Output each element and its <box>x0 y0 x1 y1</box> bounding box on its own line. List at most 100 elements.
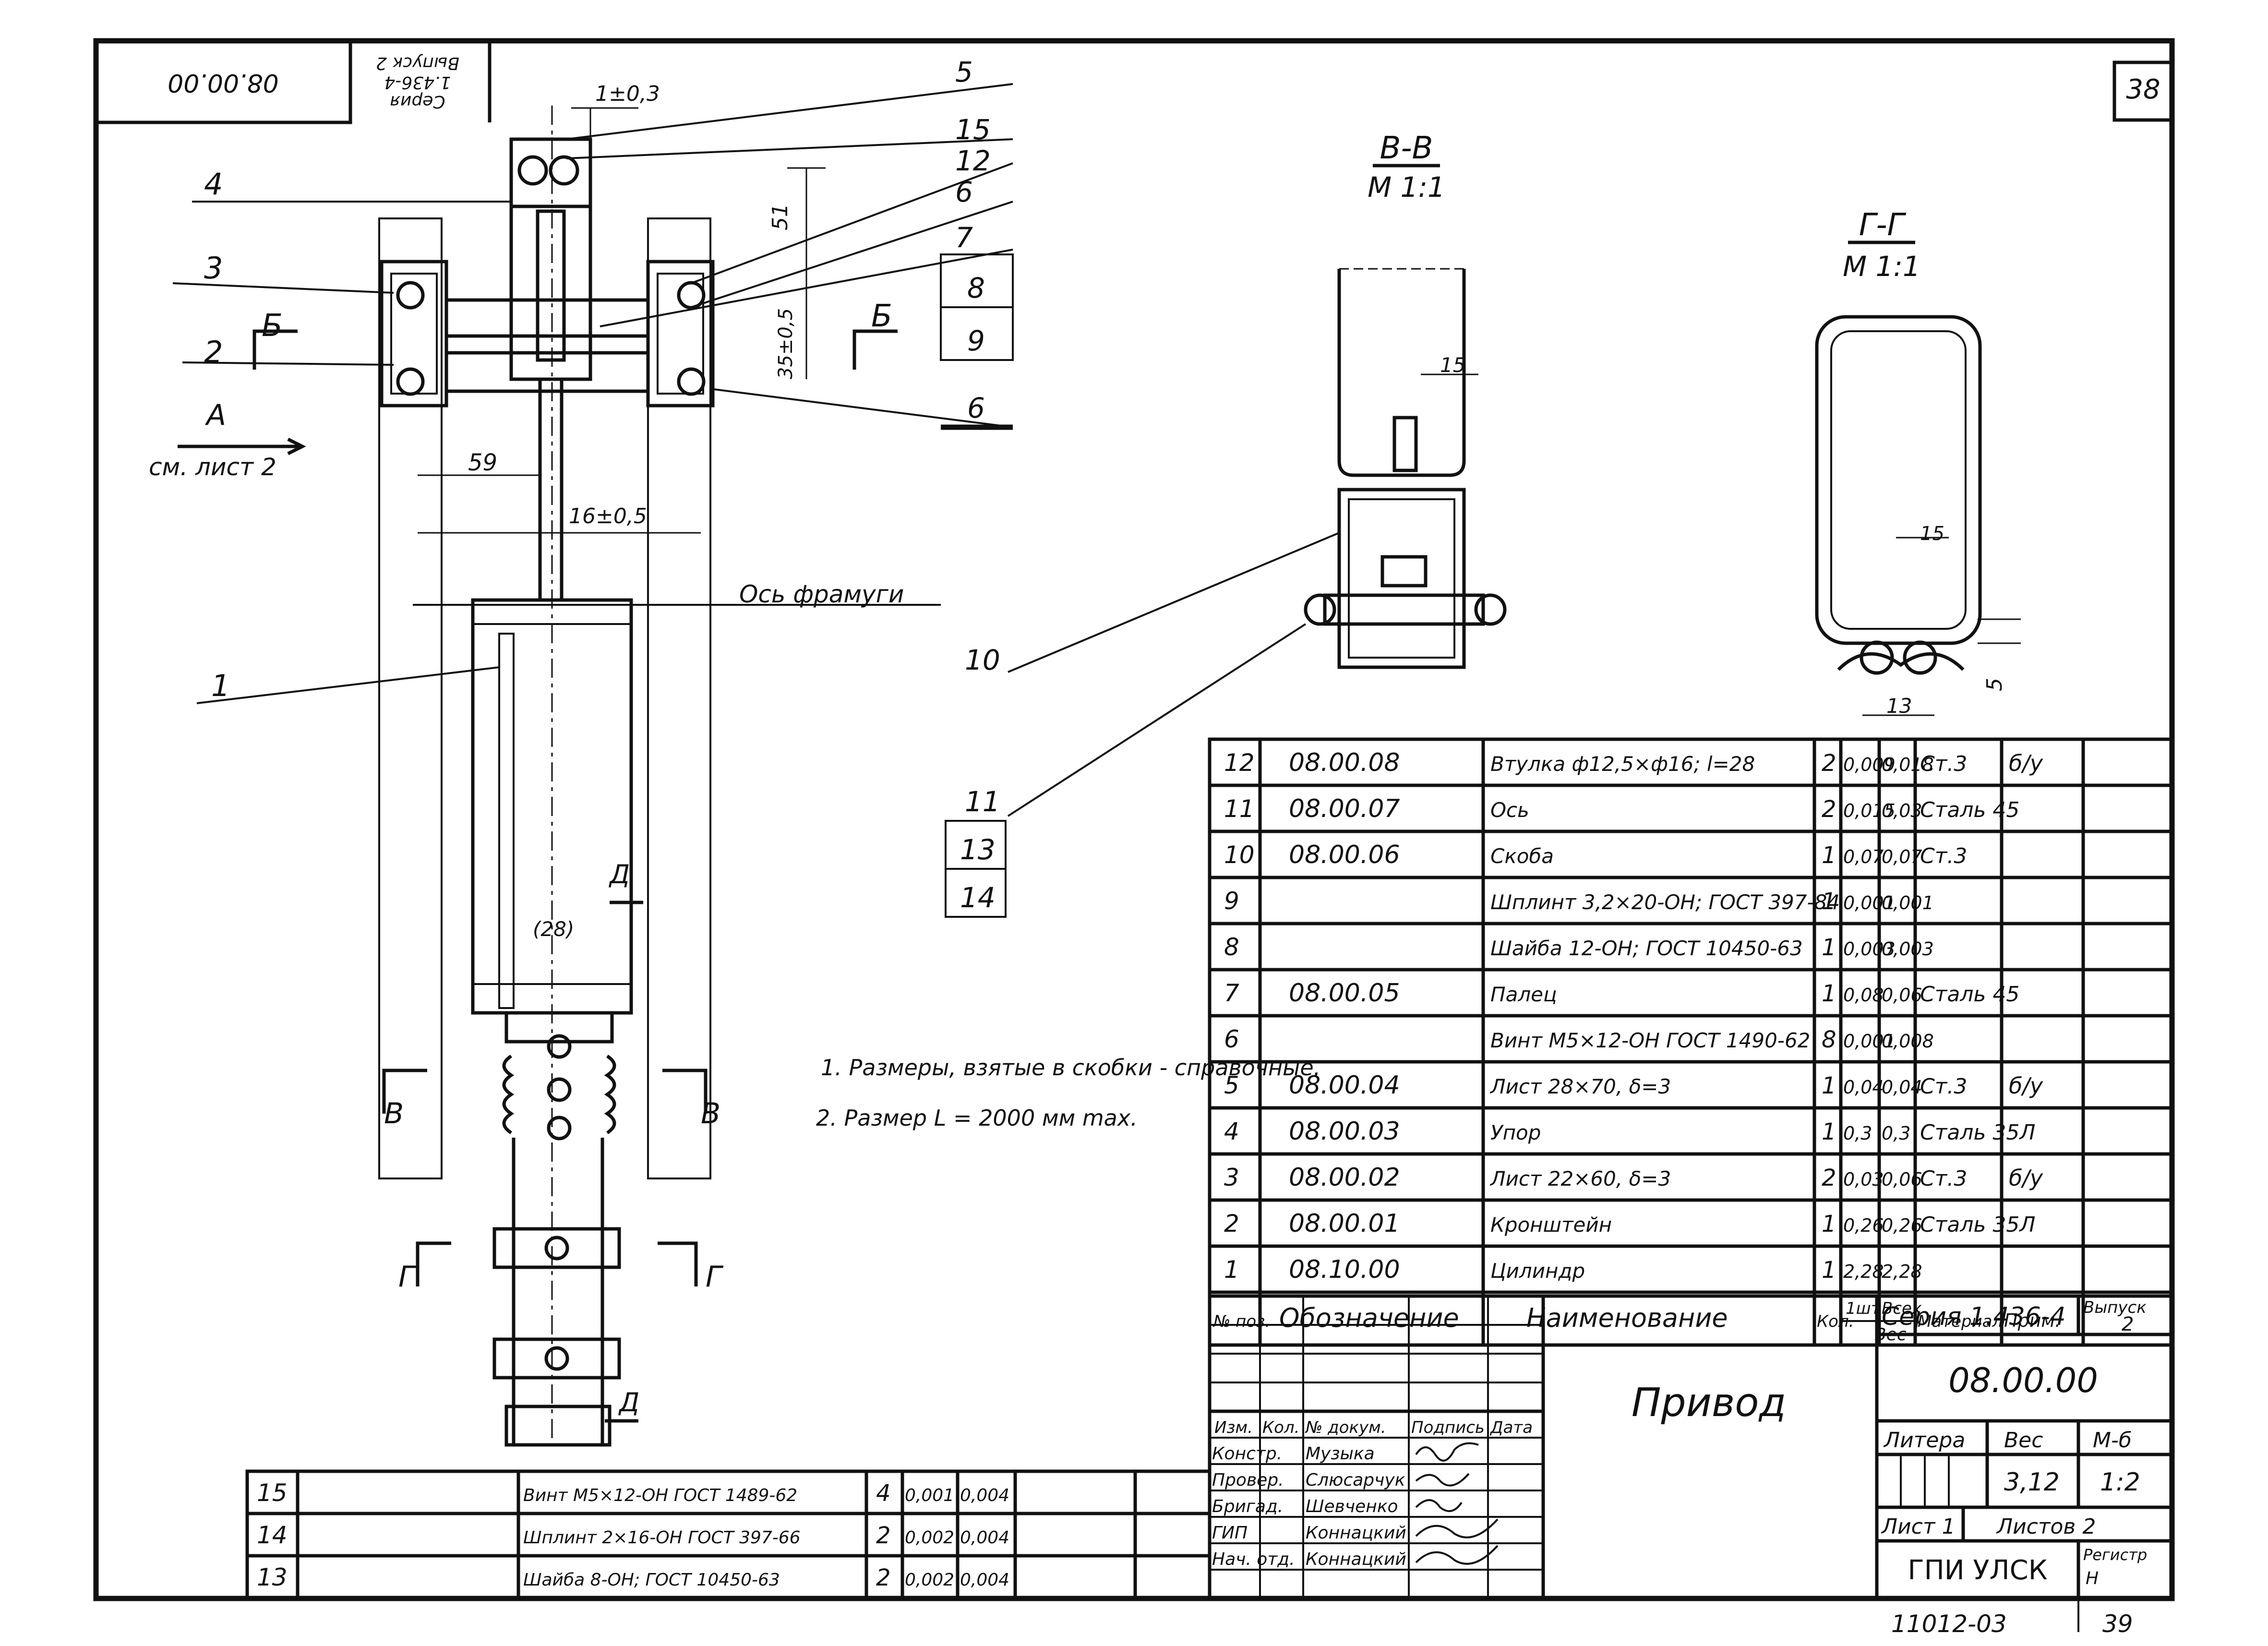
note-1: 1. Размеры, взятые в скобки - справочные… <box>821 1055 1320 1081</box>
bom-row-pos: 11 <box>1224 795 1255 823</box>
leader-5: 5 <box>955 56 973 88</box>
bom-lower-qty: 4 <box>876 1480 891 1507</box>
bom-header-qty: Кол. <box>1817 1312 1854 1331</box>
leader-4: 4 <box>204 167 223 202</box>
main-view <box>378 106 941 1447</box>
bom-row-pos: 8 <box>1224 933 1239 961</box>
arrow-a-note: см. лист 2 <box>149 453 276 481</box>
dim-gg-15: 15 <box>1920 523 1944 545</box>
footer-page: 39 <box>2102 1610 2133 1638</box>
dim-16: 16±0,5 <box>569 504 647 529</box>
signature-5 <box>1415 1545 1499 1565</box>
bom-row-name: Втулка ф12,5×ф16; l=28 <box>1490 752 1755 776</box>
bom-lower-name: Шайба 8-ОН; ГОСТ 10450-63 <box>523 1570 780 1590</box>
tb-head-izm: Изм. <box>1214 1418 1253 1437</box>
bom-row-name: Лист 28×70, δ=3 <box>1489 1075 1671 1098</box>
leader-3: 3 <box>204 251 223 286</box>
bom-row-mass-total: 0,06 <box>1882 1169 1922 1190</box>
leader-10: 10 <box>965 644 1000 676</box>
note-2: 2. Размер L = 2000 мм max. <box>816 1105 1138 1131</box>
bom-row-material: Сталь 45 <box>1920 798 2019 822</box>
bom-row-material: Сталь 35Л <box>1920 1120 2035 1145</box>
bom-row-mass-unit: 0,04 <box>1843 1077 1884 1098</box>
leader-11: 11 <box>965 785 1000 818</box>
bom-row-material: Ст.3 <box>1920 1074 1967 1099</box>
bom-lower-mass-total: 0,004 <box>960 1528 1009 1548</box>
bom-row-pos: 6 <box>1224 1025 1239 1053</box>
tb-head-kol: Кол. <box>1262 1418 1299 1437</box>
bom-row-pos: 7 <box>1224 979 1239 1007</box>
bom-row-mass-total: 0,003 <box>1882 938 1934 960</box>
leader-6: 6 <box>955 176 973 208</box>
bom-row-name: Кронштейн <box>1490 1213 1612 1237</box>
cut-b-left: Б <box>262 308 283 344</box>
bom-row-qty: 1 <box>1822 842 1836 869</box>
title-block-scale: 1:2 <box>2100 1468 2140 1497</box>
bom-row-mass-total: 0,26 <box>1882 1215 1922 1236</box>
dim-28: (28) <box>533 917 574 941</box>
bom-header-note: Прим. <box>2004 1310 2061 1331</box>
section-gg: Г-Г М 1:1 15 5 13 <box>1815 207 2021 718</box>
bom-lower-mass-unit: 0,001 <box>905 1486 954 1505</box>
bom-lower-name: Шплинт 2×16-ОН ГОСТ 397-66 <box>523 1528 801 1548</box>
bom-row-pos: 9 <box>1224 887 1239 915</box>
bom-header-name: Наименование <box>1526 1303 1728 1333</box>
bom-row-designation: 08.00.02 <box>1289 1163 1400 1192</box>
bom-row-material: Ст.3 <box>1920 844 1967 868</box>
corner-code: 08.00.00 <box>168 68 279 97</box>
tb-name-3: Шевченко <box>1306 1497 1398 1516</box>
tb-name-4: Коннацкий <box>1306 1523 1406 1543</box>
signature-4 <box>1415 1518 1499 1538</box>
cut-v-left: В <box>384 1097 404 1130</box>
bom-row-name: Палец <box>1490 983 1557 1006</box>
bom-row-qty: 1 <box>1822 888 1836 915</box>
bom-header-mass-total: Всех <box>1882 1299 1922 1318</box>
bom-row-material: Сталь 45 <box>1920 982 2019 1007</box>
leader-9: 9 <box>967 324 985 357</box>
bom-row-mass-total: 2,28 <box>1882 1261 1922 1282</box>
bom-row-mass-total: 0,008 <box>1882 1031 1934 1052</box>
bom-row-mass-unit: 0,3 <box>1843 1123 1872 1144</box>
bom-row-mass-total: 0,3 <box>1882 1123 1910 1144</box>
bom-row-mass-total: 0,018 <box>1882 754 1934 775</box>
cut-b-right: Б <box>871 299 892 334</box>
title-block-issue: 2 <box>2122 1313 2134 1335</box>
bom-lower-pos: 13 <box>257 1563 288 1591</box>
tb-name-2: Слюсарчук <box>1306 1470 1405 1490</box>
bom-row-name: Скоба <box>1490 844 1554 868</box>
bom-row-mass-unit: 0,001 <box>1843 892 1896 913</box>
cut-g-right: Г <box>706 1260 724 1294</box>
bom-row-designation: 08.00.01 <box>1289 1209 1400 1238</box>
cut-g-left: Г <box>398 1260 417 1294</box>
title-block: Изм. Кол. № докум. Подпись Дата Констр. … <box>1208 1294 2174 1600</box>
bom-row-qty: 2 <box>1822 1165 1836 1191</box>
bom-row-pos: 3 <box>1224 1164 1239 1191</box>
corner-series-3: Выпуск 2 <box>376 53 459 73</box>
title-block-series: Серия 1.436-4 <box>1882 1302 2066 1331</box>
tb-role-3: Бригад. <box>1212 1497 1283 1516</box>
bom-row-pos: 12 <box>1224 749 1255 777</box>
bom-row-qty: 8 <box>1822 1026 1836 1053</box>
bom-row-mass-total: 0,001 <box>1882 892 1934 913</box>
bom-row-designation: 08.00.05 <box>1289 979 1400 1008</box>
title-block-register-label: Регистр <box>2083 1546 2147 1564</box>
bom-row-mass-unit: 0,08 <box>1843 985 1884 1006</box>
bom-lower-mass-unit: 0,002 <box>905 1570 954 1590</box>
tb-role-5: Нач. отд. <box>1212 1550 1295 1569</box>
bom-row-qty: 2 <box>1822 750 1836 777</box>
bom-row-mass-unit: 0,001 <box>1843 1031 1896 1052</box>
leader-13: 13 <box>960 833 996 866</box>
tb-head-doc: № докум. <box>1305 1418 1386 1437</box>
section-bb: В-В М 1:1 15 <box>1304 131 1507 669</box>
title-block-mass-label: Вес <box>2004 1428 2043 1453</box>
bom-row-mass-unit: 0,07 <box>1843 846 1884 867</box>
bom-row-qty: 1 <box>1822 980 1836 1007</box>
bom-row-designation: 08.00.03 <box>1289 1117 1400 1146</box>
leader-1: 1 <box>211 668 230 703</box>
bom-header-mass-unit: 1шт <box>1846 1299 1881 1318</box>
tb-head-sign: Подпись <box>1411 1418 1485 1437</box>
leader-15: 15 <box>955 113 991 146</box>
title-block-sheet: Лист 1 <box>1881 1514 1955 1539</box>
arrow-a-label: А <box>204 398 226 432</box>
